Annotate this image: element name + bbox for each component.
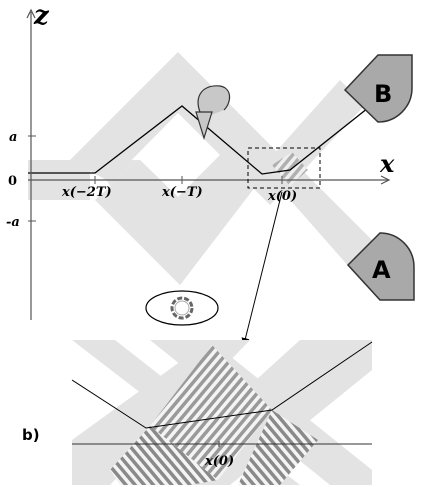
inset-point-label: x(0) [204, 454, 234, 469]
zoom-region-box [247, 147, 321, 189]
label-x-m2T: x(−2T) [61, 185, 112, 200]
label-x-mT: x(−T) [161, 185, 203, 200]
z-axis-label: z [33, 1, 50, 31]
x-axis-arrow-icon [380, 175, 391, 185]
detector-b: B [343, 54, 413, 123]
z-axis-arrow-icon [26, 8, 36, 19]
panel-b-label: b) [22, 426, 40, 444]
inset-fringe-region [150, 345, 272, 480]
interference-fringes [272, 152, 308, 186]
detector-a: A [346, 232, 415, 301]
detector-a-label: A [372, 256, 391, 284]
detector-b-label: B [374, 80, 392, 108]
tick-a-label: a [9, 130, 17, 145]
label-x-0: x(0) [267, 189, 297, 204]
trajectory-line [28, 105, 369, 175]
inset-panel [71, 340, 373, 485]
x-axis-label: x [379, 149, 395, 178]
rotation-arrow-icon [195, 85, 231, 141]
inset-trajectory-line [71, 341, 373, 429]
zoom-pointer-arrow [241, 191, 283, 346]
tilted-ring-icon [145, 290, 219, 326]
tick-zero-label: 0 [8, 174, 17, 189]
tick-neg-a-label: -a [6, 215, 20, 230]
